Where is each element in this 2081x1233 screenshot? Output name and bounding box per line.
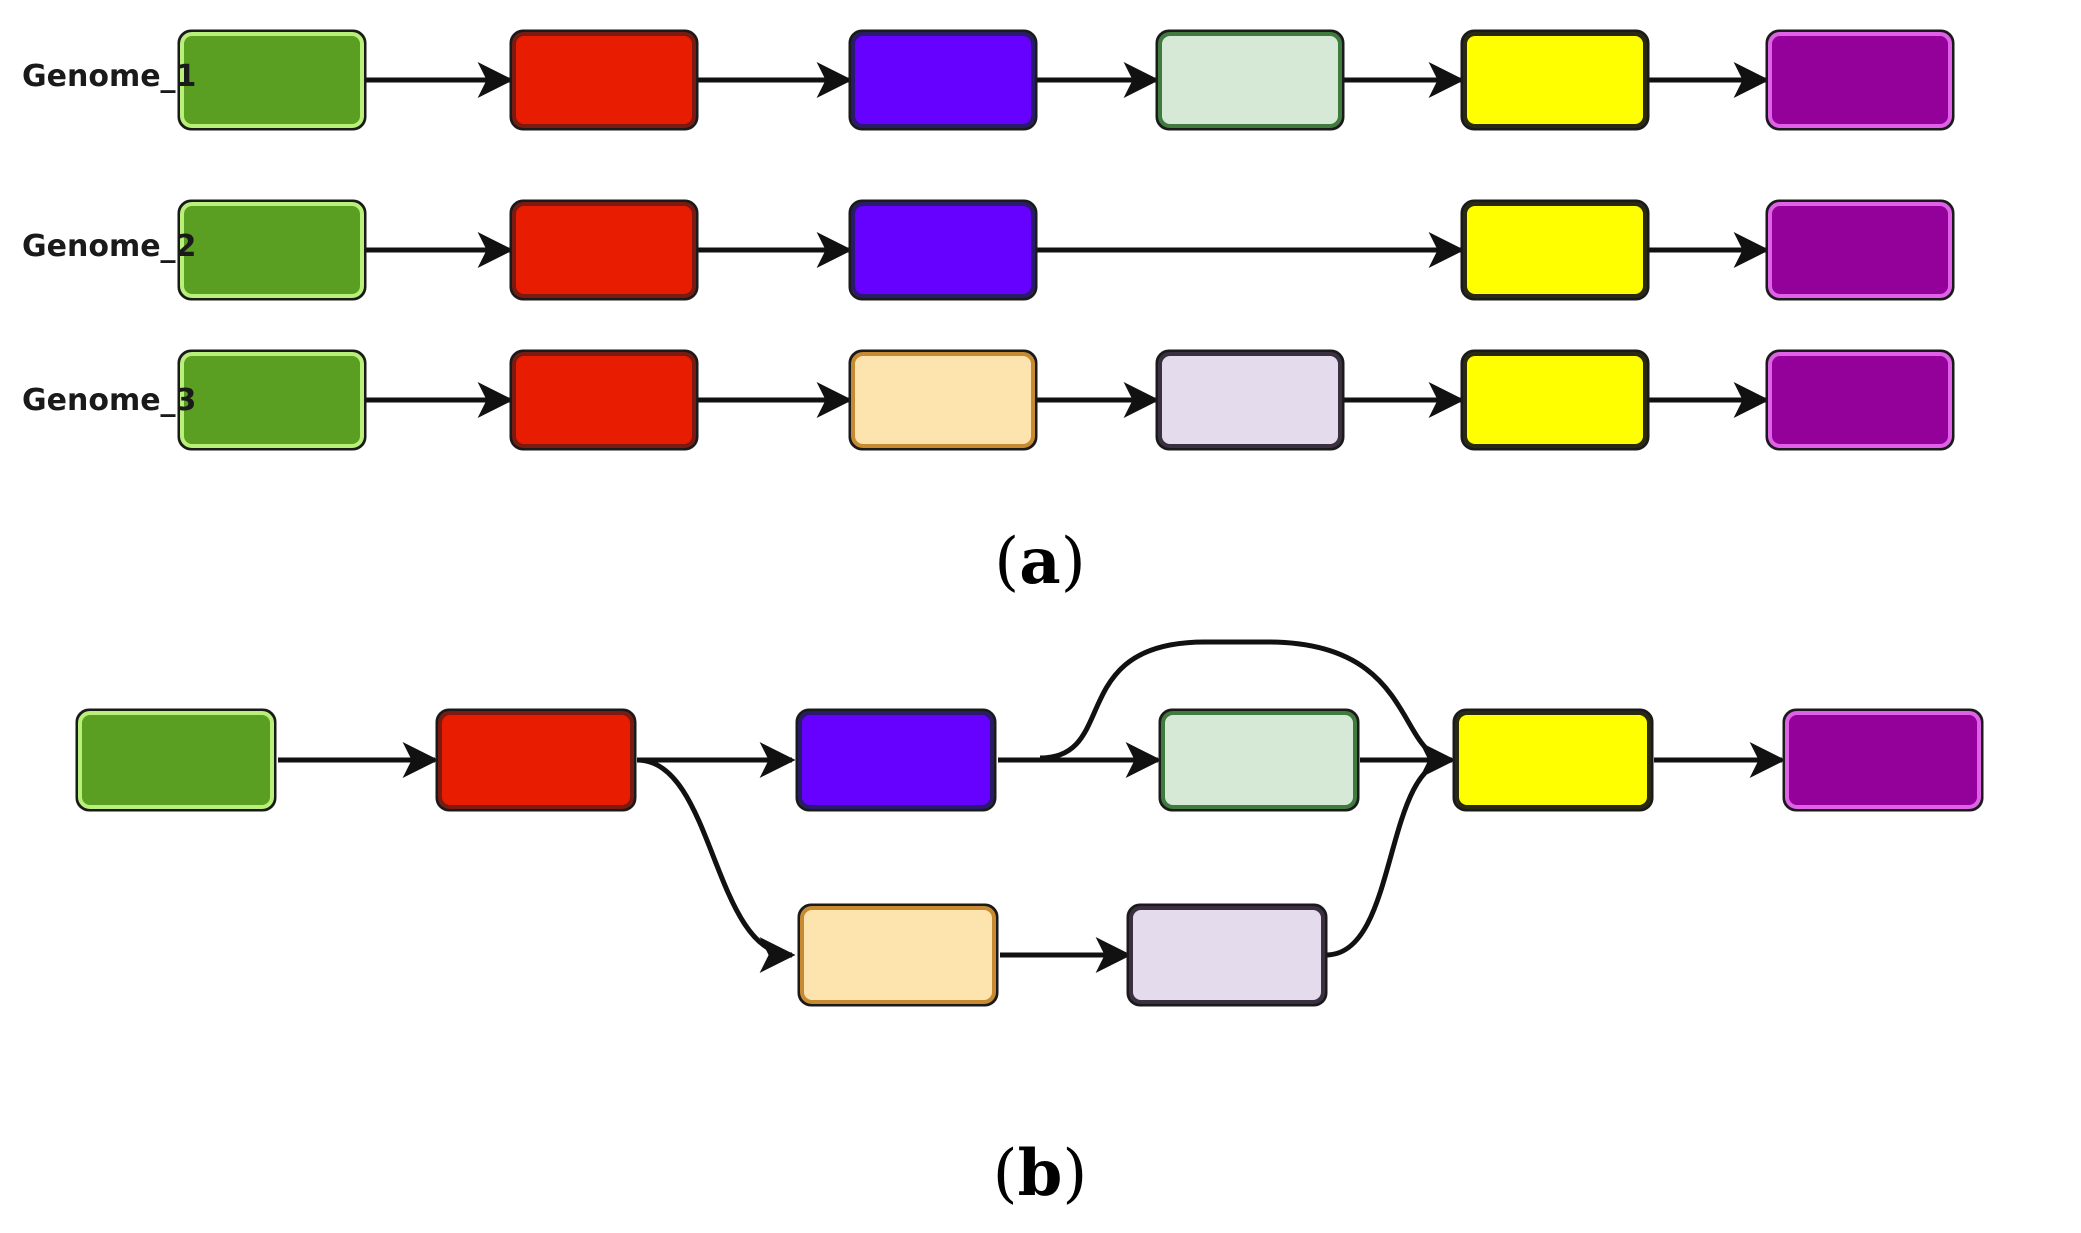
panel-a-blocks bbox=[177, 29, 1955, 451]
graph-node-red-outline bbox=[435, 708, 637, 812]
genome-2-block-yellow-outline bbox=[1460, 199, 1650, 301]
graph-node-red bbox=[438, 711, 634, 809]
panel-b: (b) bbox=[75, 639, 1984, 1211]
graph-node-green-outline bbox=[75, 708, 277, 812]
genome-2-block-blue-outline bbox=[848, 199, 1038, 301]
genome-3-block-red-outline bbox=[509, 349, 699, 451]
genome-1-block-yellow bbox=[1463, 32, 1647, 128]
genome-1-block-green-outline bbox=[177, 29, 367, 131]
graph-node-lavender bbox=[1129, 906, 1325, 1004]
genome-2-block-purple bbox=[1768, 202, 1952, 298]
genome-1-block-green bbox=[180, 32, 364, 128]
genome-label-1: Genome_1 bbox=[22, 59, 196, 94]
genome-3-block-yellow bbox=[1463, 352, 1647, 448]
graph-node-green bbox=[78, 711, 274, 809]
panel-a-label: (a) bbox=[994, 524, 1085, 599]
genome-2-block-purple-outline bbox=[1765, 199, 1955, 301]
genome-3-block-purple bbox=[1768, 352, 1952, 448]
genome-2-block-green-outline bbox=[177, 199, 367, 301]
genome-2-block-green bbox=[180, 202, 364, 298]
genome-3-block-lavender-outline bbox=[1155, 349, 1345, 451]
genome-1-block-mint bbox=[1158, 32, 1342, 128]
panel-b-nodes bbox=[75, 708, 1984, 1007]
edge-blue-yellow-bypass bbox=[1039, 639, 1456, 778]
graph-node-blue bbox=[798, 711, 994, 809]
genome-3-block-peach bbox=[851, 352, 1035, 448]
panel-b-edges bbox=[278, 639, 1786, 973]
graph-node-yellow-outline bbox=[1452, 708, 1654, 812]
graph-node-blue-outline bbox=[795, 708, 997, 812]
genome-3-block-green bbox=[180, 352, 364, 448]
genome-1-block-yellow-outline bbox=[1460, 29, 1650, 131]
graph-node-mint bbox=[1161, 711, 1357, 809]
genome-3-block-red bbox=[512, 352, 696, 448]
genome-2-block-yellow bbox=[1463, 202, 1647, 298]
genome-1-block-red-outline bbox=[509, 29, 699, 131]
edge-lavender-yellow bbox=[1325, 742, 1456, 958]
graph-node-mint-outline bbox=[1158, 708, 1360, 812]
panel-a: Genome_1 Genome_2 Genome_3 (a) bbox=[22, 29, 1955, 599]
panel-a-edges bbox=[362, 62, 1770, 418]
genome-label-2: Genome_2 bbox=[22, 229, 196, 264]
graph-node-peach-outline bbox=[797, 903, 999, 1007]
genome-label-3: Genome_3 bbox=[22, 383, 196, 418]
genome-1-block-blue bbox=[851, 32, 1035, 128]
genome-3-block-green-outline bbox=[177, 349, 367, 451]
genome-2-block-blue bbox=[851, 202, 1035, 298]
genome-2-block-red bbox=[512, 202, 696, 298]
graph-node-purple-outline bbox=[1782, 708, 1984, 812]
genome-1-block-purple-outline bbox=[1765, 29, 1955, 131]
graph-node-yellow bbox=[1455, 711, 1651, 809]
panel-b-label: (b) bbox=[993, 1136, 1088, 1211]
genome-1-block-mint-outline bbox=[1155, 29, 1345, 131]
genome-3-block-peach-outline bbox=[848, 349, 1038, 451]
edge-red-peach bbox=[636, 757, 796, 973]
graph-node-peach bbox=[800, 906, 996, 1004]
genome-1-block-blue-outline bbox=[848, 29, 1038, 131]
graph-node-purple bbox=[1785, 711, 1981, 809]
genome-1-block-red bbox=[512, 32, 696, 128]
genome-3-block-lavender bbox=[1158, 352, 1342, 448]
genome-1-block-purple bbox=[1768, 32, 1952, 128]
genome-3-block-yellow-outline bbox=[1460, 349, 1650, 451]
genome-2-block-red-outline bbox=[509, 199, 699, 301]
genome-3-block-purple-outline bbox=[1765, 349, 1955, 451]
graph-node-lavender-outline bbox=[1126, 903, 1328, 1007]
